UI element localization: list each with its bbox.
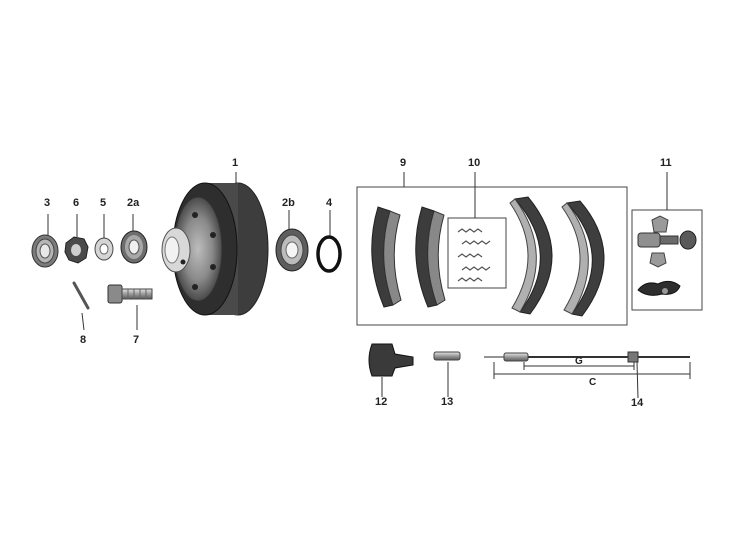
label-4: 4 xyxy=(326,197,333,209)
brake-shoes-assembled-part xyxy=(509,196,605,317)
bearing-race-part xyxy=(31,214,59,268)
cable-end-part xyxy=(368,343,414,397)
brake-shoes-group-box xyxy=(356,186,628,326)
connector-part xyxy=(433,351,461,397)
label-14: 14 xyxy=(631,397,644,409)
brake-shoes-part xyxy=(371,206,446,308)
dimension-label-c: C xyxy=(589,377,596,388)
washer-part xyxy=(94,214,114,261)
outer-bearing-part xyxy=(120,214,148,264)
dimension-label-g: G xyxy=(575,356,583,367)
label-7: 7 xyxy=(133,334,139,346)
label-5: 5 xyxy=(100,197,106,209)
hub-drum-part xyxy=(161,172,269,316)
spring-kit-part xyxy=(457,228,491,282)
castle-nut-part xyxy=(64,214,89,264)
spring-kit-box xyxy=(447,217,507,289)
label-8: 8 xyxy=(80,334,86,346)
adjuster-kit-part xyxy=(637,215,697,296)
seal-ring-part xyxy=(316,210,342,273)
label-6: 6 xyxy=(73,197,79,209)
inner-bearing-part xyxy=(275,210,309,272)
split-pin-part xyxy=(72,281,90,331)
label-2a: 2a xyxy=(127,197,140,209)
label-13: 13 xyxy=(441,396,453,408)
label-1: 1 xyxy=(232,157,238,169)
label-11: 11 xyxy=(660,157,672,169)
label-3: 3 xyxy=(44,197,50,209)
label-2b: 2b xyxy=(282,197,295,209)
wheel-bolt-part xyxy=(107,284,153,330)
label-12: 12 xyxy=(375,396,387,408)
dimension-c xyxy=(493,362,691,379)
brake-cable-part xyxy=(484,351,690,399)
dimension-g xyxy=(523,362,635,370)
label-9: 9 xyxy=(400,157,406,169)
label-10: 10 xyxy=(468,157,480,169)
